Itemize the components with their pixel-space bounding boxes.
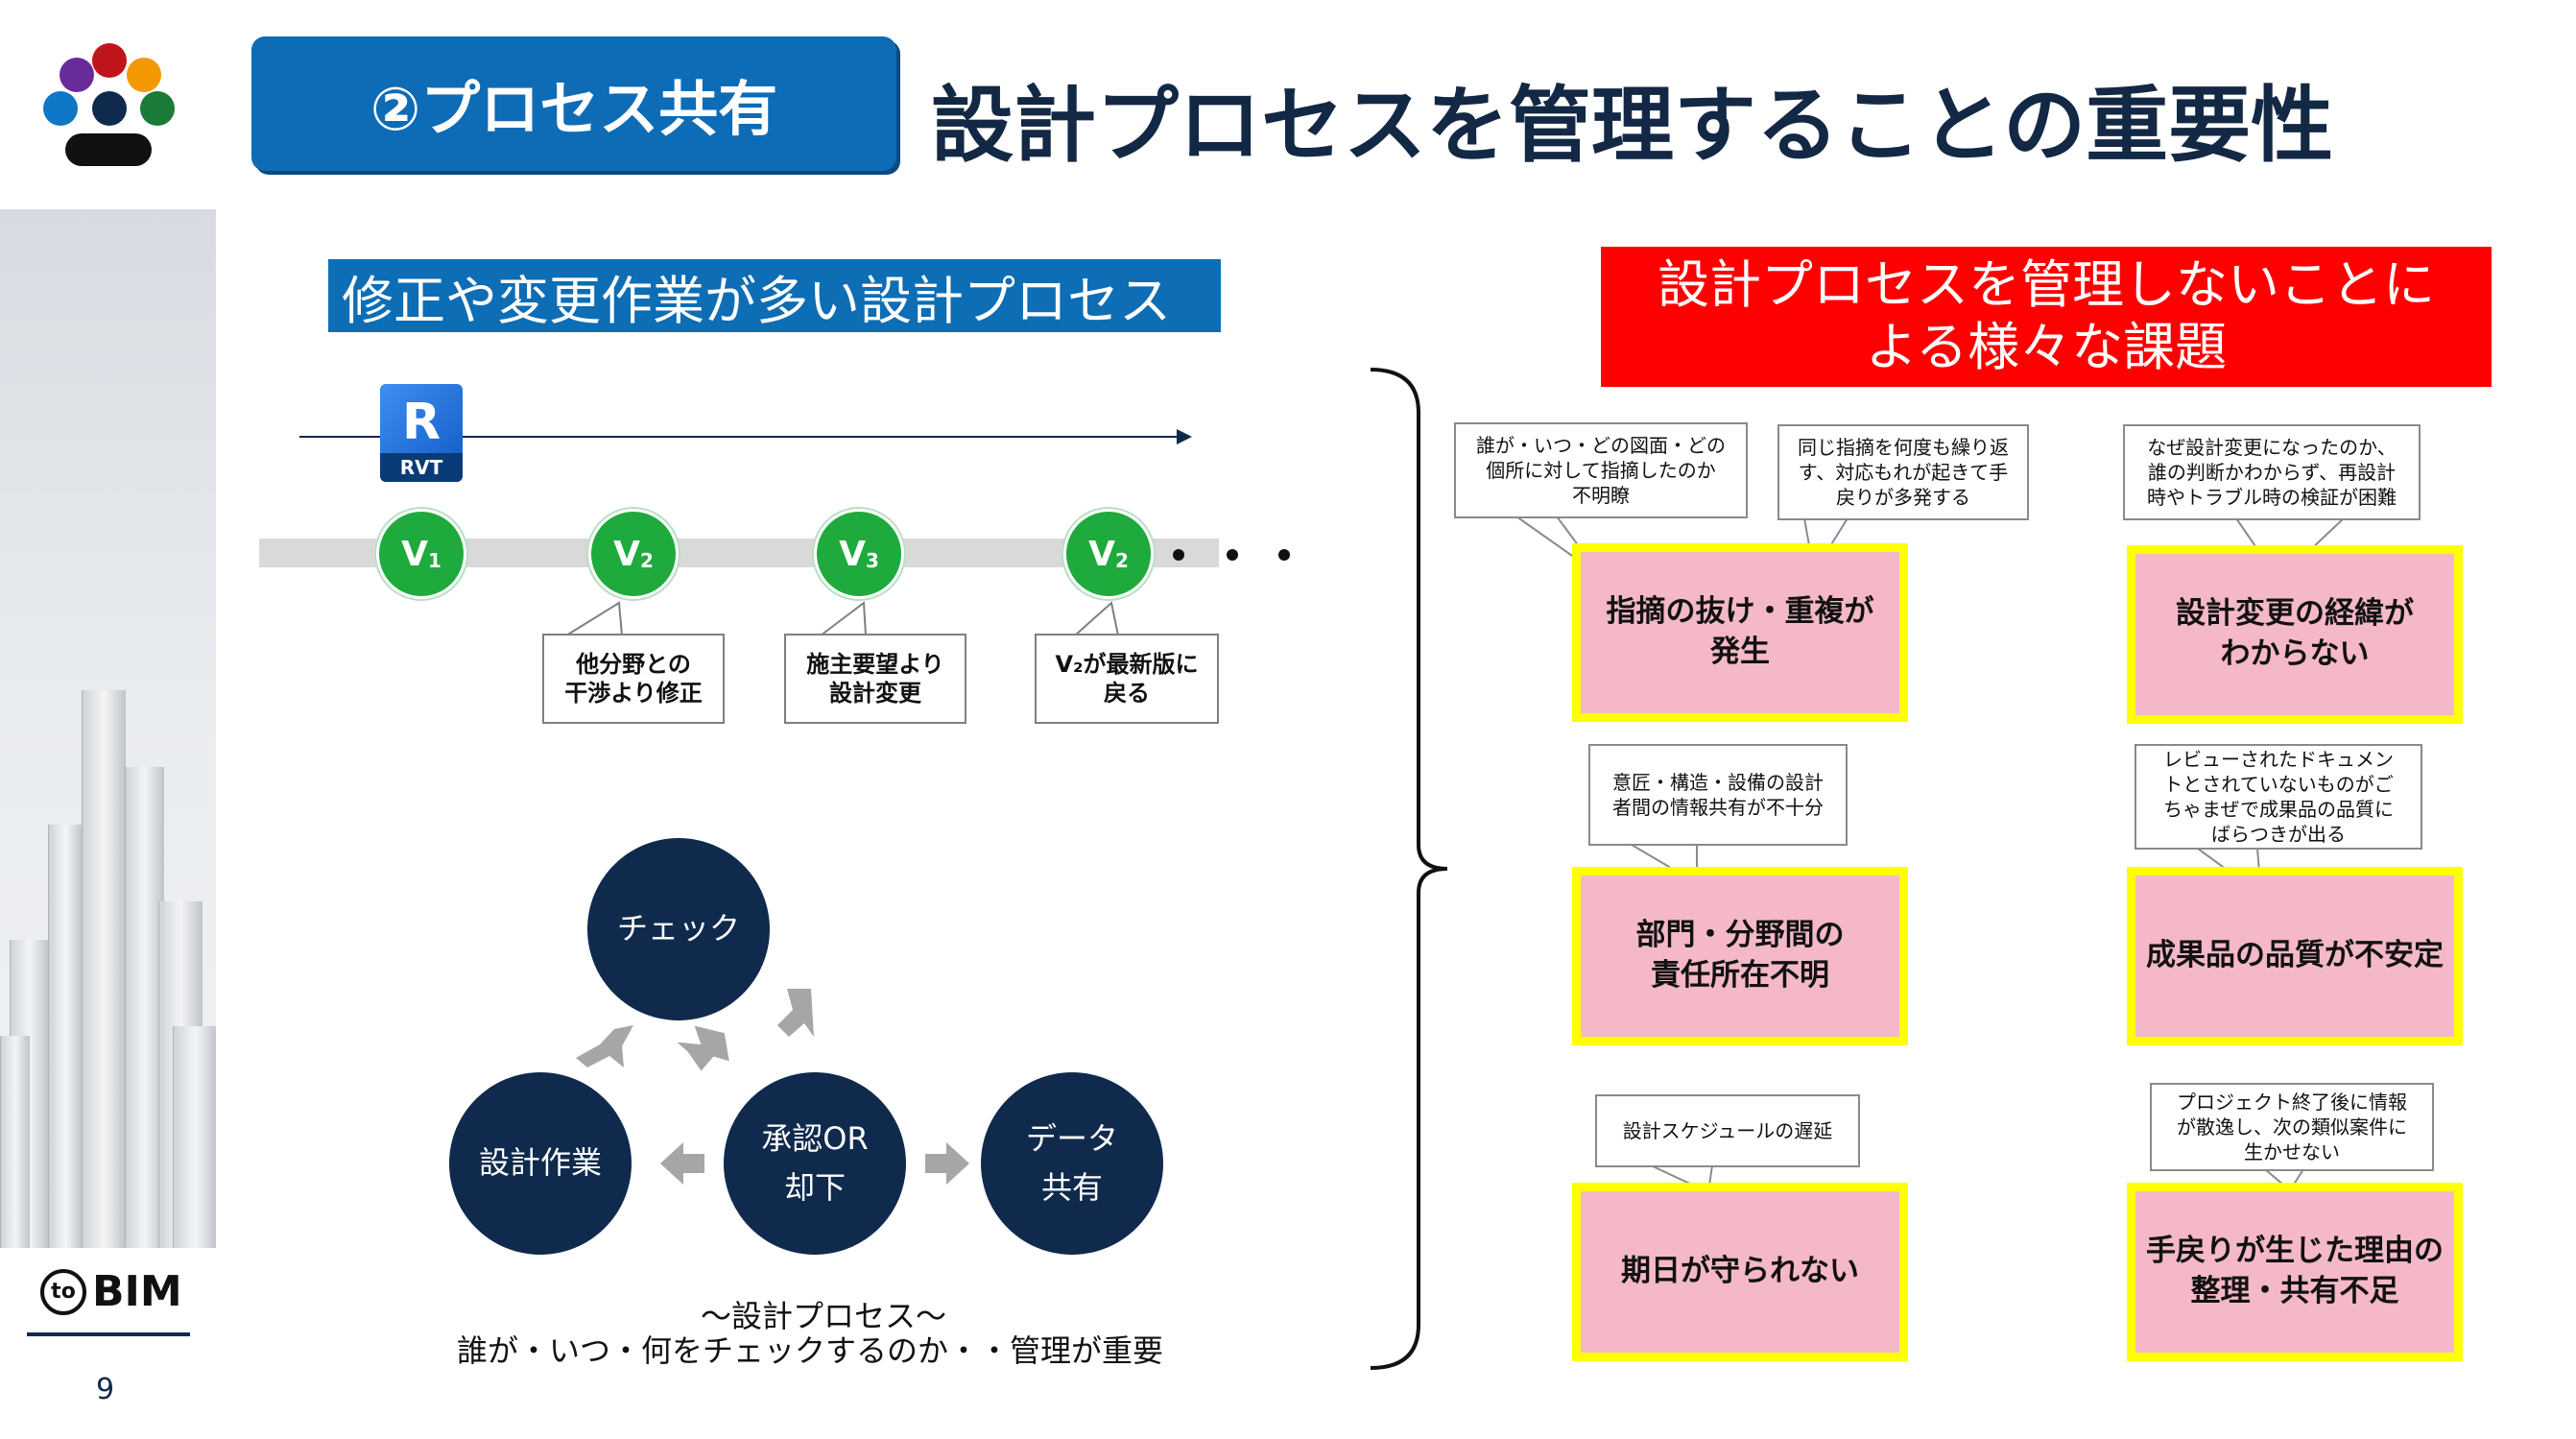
issue-box-6: 手戻りが生じた理由の整理・共有不足 [2127, 1183, 2463, 1361]
section-tag: ②プロセス共有 [251, 36, 896, 171]
timeline-arrowhead-icon [1177, 429, 1192, 444]
right-section-heading: 設計プロセスを管理しないことに よる様々な課題 [1601, 247, 2492, 387]
note-6: 設計スケジュールの遅延 [1595, 1094, 1860, 1167]
page-number: 9 [96, 1373, 115, 1406]
note-2: 同じ指摘を何度も繰り返す、対応もれが起きて手戻りが多発する [1777, 424, 2029, 520]
revit-letter: R [380, 384, 463, 461]
revit-file-icon: R RVT [372, 384, 468, 484]
issue-box-4: 成果品の品質が不安定 [2127, 867, 2463, 1045]
issue-box-5: 期日が守られない [1572, 1183, 1908, 1361]
timeline-arrow-line [299, 436, 1181, 438]
right-heading-line1: 設計プロセスを管理しないことに [1658, 254, 2435, 316]
right-heading-line2: よる様々な課題 [1865, 317, 2228, 377]
process-caption-body: 誰が・いつ・何をチェックするのか・・管理が重要 [457, 1332, 1164, 1369]
ellipsis-dot [1278, 549, 1290, 561]
company-logo [38, 38, 182, 173]
issue-box-2: 設計変更の経緯がわからない [2127, 545, 2463, 724]
issue-box-3: 部門・分野間の責任所在不明 [1572, 867, 1908, 1045]
footer-divider [27, 1332, 190, 1336]
brand-badge: to [40, 1268, 86, 1315]
page-title: 設計プロセスを管理することの重要性 [931, 78, 2334, 174]
process-caption-title: ～設計プロセス～ [701, 1298, 947, 1334]
callout-client-request: 施主要望より設計変更 [784, 634, 966, 724]
note-1: 誰が・いつ・どの図面・どの個所に対して指摘したのか不明瞭 [1454, 422, 1748, 518]
brand-footer-logo: to BIM [40, 1267, 182, 1316]
ellipsis-dot [1173, 549, 1184, 561]
note-3: なぜ設計変更になったのか、誰の判断かわからず、再設計時やトラブル時の検証が困難 [2123, 424, 2421, 520]
ellipsis-dot [1227, 549, 1238, 561]
revit-label: RVT [380, 453, 463, 482]
issue-box-1: 指摘の抜け・重複が発生 [1572, 543, 1908, 722]
note-4: 意匠・構造・設備の設計者間の情報共有が不十分 [1588, 744, 1848, 846]
cycle-data-share: データ共有 [981, 1072, 1163, 1255]
note-5: レビューされたドキュメントとされていないものがごちゃまぜで成果品の品質にばらつき… [2135, 744, 2422, 850]
section-tag-label: ②プロセス共有 [370, 74, 778, 144]
callout-revert: V₂が最新版に戻る [1035, 634, 1219, 724]
left-section-heading: 修正や変更作業が多い設計プロセス [328, 259, 1221, 332]
cycle-check: チェック [587, 838, 770, 1020]
cycle-design: 設計作業 [449, 1072, 632, 1255]
brand-text: BIM [92, 1267, 182, 1316]
sidebar-footer [0, 1248, 216, 1439]
callout-interference: 他分野との干渉より修正 [542, 634, 725, 724]
note-7: プロジェクト終了後に情報が散逸し、次の類似案件に生かせない [2150, 1083, 2434, 1171]
